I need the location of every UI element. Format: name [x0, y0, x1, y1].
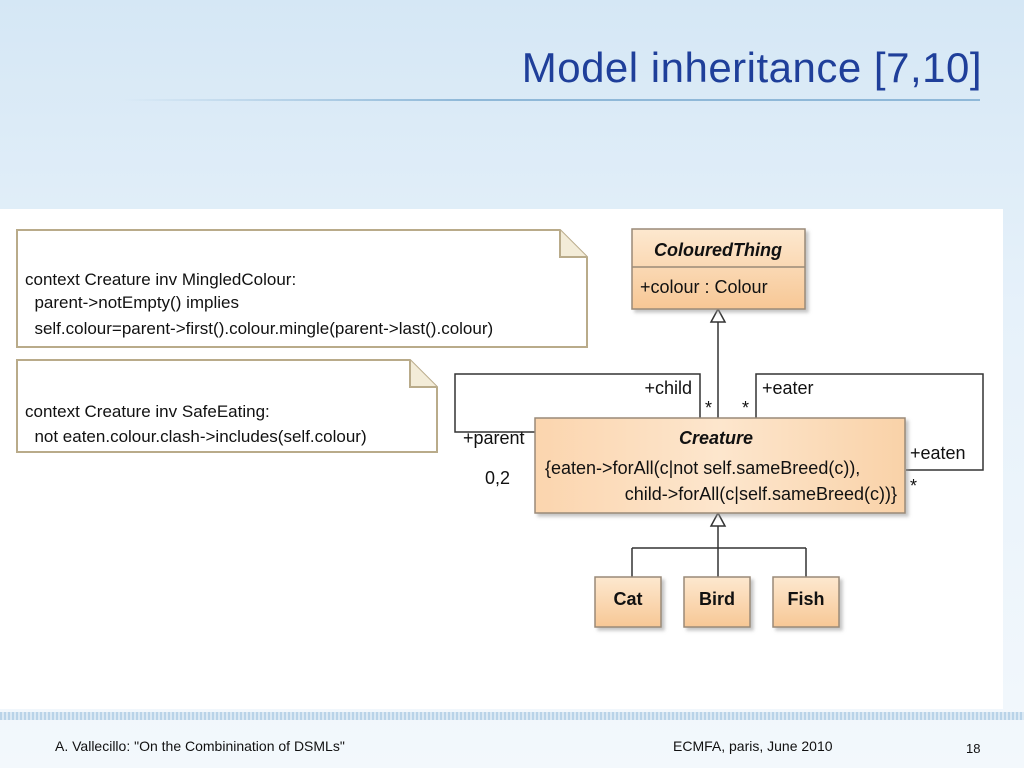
class-fish[interactable]: [772, 576, 840, 628]
footer-band: [0, 712, 1024, 720]
ocl-note-safe-eating: context Creature inv SafeEating: not eat…: [16, 359, 438, 453]
class-coloured-thing-attribute: +colour : Colour: [640, 277, 768, 297]
class-creature[interactable]: [534, 417, 906, 514]
mult-parent: 0,2: [485, 468, 510, 488]
class-creature-constraint-line-1: {eaten->forAll(c|not self.sameBreed(c)),: [545, 458, 860, 478]
generalization-arrow-top: [709, 307, 727, 323]
class-fish-name: Fish: [787, 589, 824, 609]
class-coloured-thing-name: ColouredThing: [654, 240, 782, 260]
class-coloured-thing[interactable]: [631, 228, 806, 310]
class-bird-name: Bird: [699, 589, 735, 609]
note-1-line-3: self.colour=parent->first().colour.mingl…: [25, 319, 493, 338]
association-lines: [454, 321, 984, 577]
class-bird[interactable]: [683, 576, 751, 628]
role-parent: +parent: [463, 428, 525, 448]
ocl-note-mingled-colour: context Creature inv MingledColour: pare…: [16, 229, 588, 348]
generalization-arrow-bottom: [709, 511, 727, 527]
mult-eaten: *: [910, 476, 917, 496]
class-cat[interactable]: [594, 576, 662, 628]
role-child: +child: [644, 378, 692, 398]
footer-event: ECMFA, paris, June 2010: [673, 738, 833, 754]
slide-title: Model inheritance [7,10]: [521, 44, 982, 91]
mult-eater: *: [742, 398, 749, 418]
note-1-line-1: context Creature inv MingledColour:: [25, 270, 296, 289]
class-cat-name: Cat: [613, 589, 642, 609]
footer-author: A. Vallecillo: "On the Combinination of …: [55, 738, 345, 754]
mult-child: *: [705, 398, 712, 418]
title-divider: [120, 99, 980, 101]
note-2-line-1: context Creature inv SafeEating:: [25, 402, 270, 421]
uml-diagram-canvas: context Creature inv MingledColour: pare…: [0, 209, 1003, 709]
note-2-line-2: not eaten.colour.clash->includes(self.co…: [25, 427, 367, 446]
page-number: 18: [966, 741, 981, 756]
role-eaten: +eaten: [910, 443, 966, 463]
note-1-line-2: parent->notEmpty() implies: [25, 293, 239, 312]
class-creature-name: Creature: [679, 428, 753, 448]
class-creature-constraint-line-2: child->forAll(c|self.sameBreed(c))}: [625, 484, 897, 504]
role-eater: +eater: [762, 378, 814, 398]
